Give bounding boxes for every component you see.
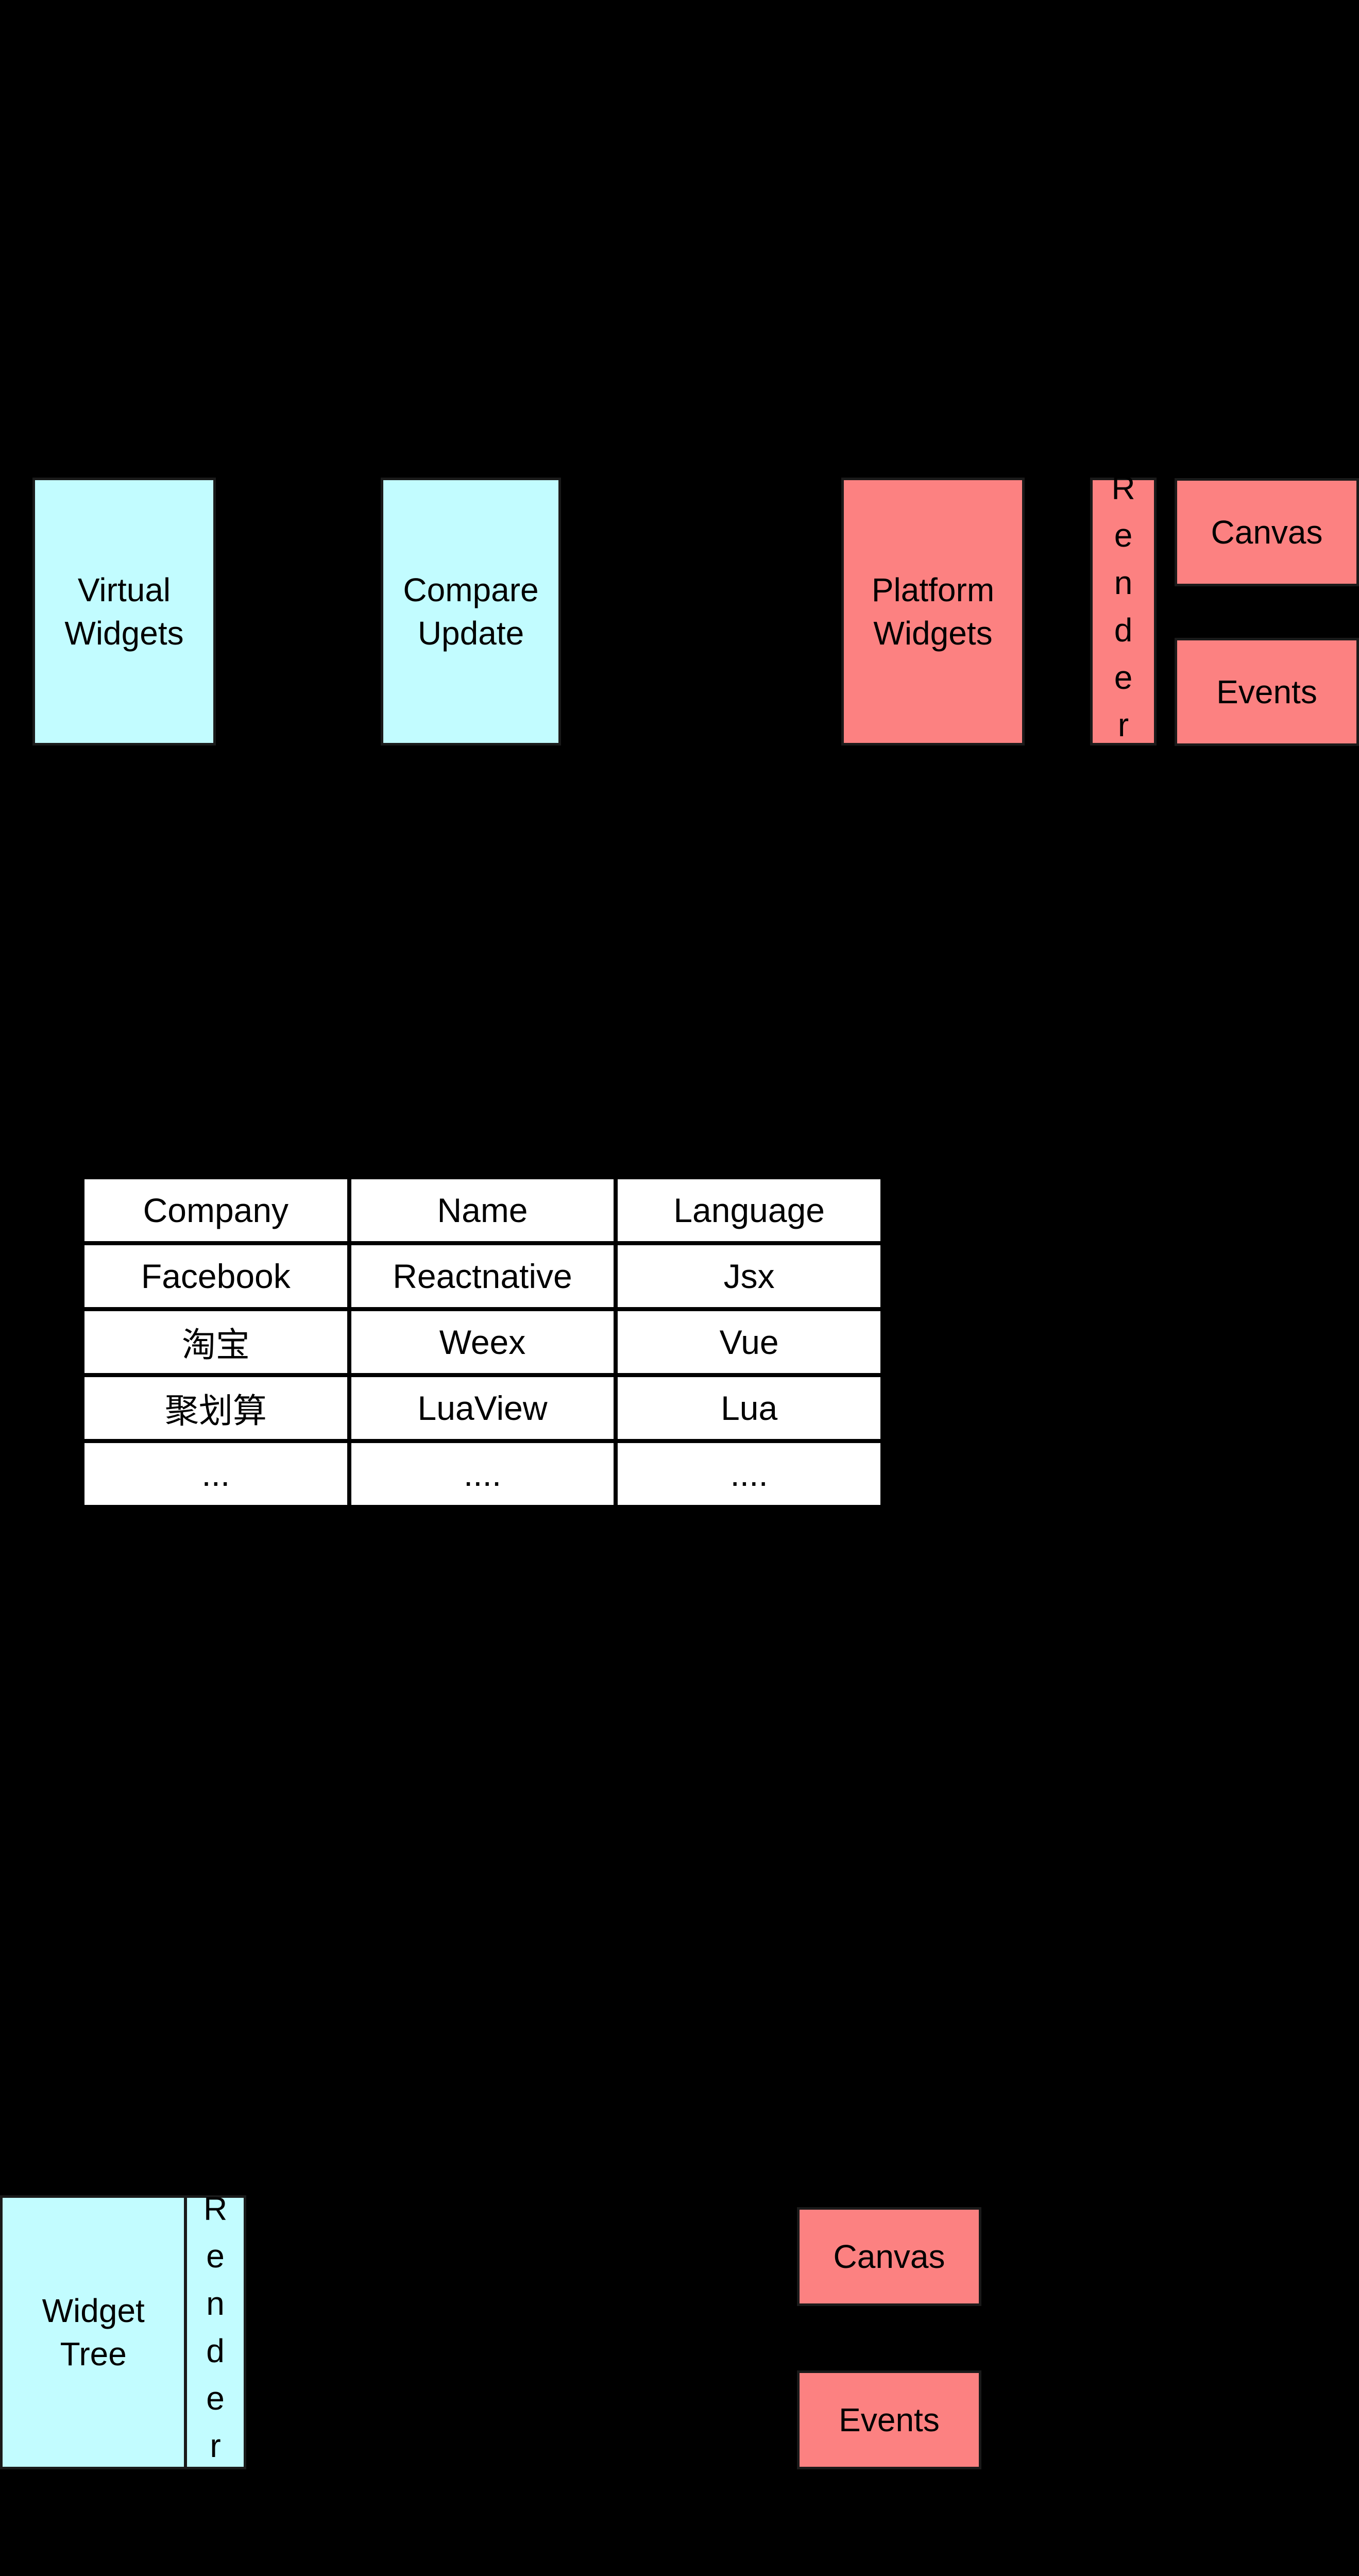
- render-pipe-box: Render: [1090, 469, 1157, 754]
- table-header-company: Company: [84, 1179, 347, 1241]
- virtual-widgets-label: Virtual Widgets: [64, 571, 184, 652]
- platform-widgets-label: Platform Widgets: [871, 571, 995, 652]
- table-cell-language-jsx: Jsx: [618, 1245, 880, 1307]
- events-bottom-label: Events: [839, 2401, 940, 2438]
- widget-tree-pane: Widget Tree: [3, 2198, 184, 2467]
- canvas-box: Canvas: [1175, 478, 1359, 586]
- table-cell-company-taobao: 淘宝: [84, 1311, 347, 1373]
- table-cell-name-luaview: LuaView: [351, 1377, 614, 1439]
- table-cell-company-facebook: Facebook: [84, 1245, 347, 1307]
- table-header-name: Name: [351, 1179, 614, 1241]
- table-cell-company-ellipsis: ...: [84, 1443, 347, 1505]
- virtual-widgets-box: Virtual Widgets: [32, 478, 216, 745]
- canvas-bottom-label: Canvas: [833, 2238, 945, 2275]
- canvas-label: Canvas: [1211, 513, 1323, 551]
- table-cell-language-vue: Vue: [618, 1311, 880, 1373]
- table-cell-company-juhuasuan: 聚划算: [84, 1377, 347, 1439]
- compare-update-box: Compare Update: [381, 478, 561, 745]
- table-cell-language-lua: Lua: [618, 1377, 880, 1439]
- table-cell-language-ellipsis: ....: [618, 1443, 880, 1505]
- table-cell-name-ellipsis: ....: [351, 1443, 614, 1505]
- compare-update-label: Compare Update: [403, 571, 539, 652]
- render-pipe-bottom-pane: Render: [187, 2190, 244, 2475]
- events-bottom-box: Events: [797, 2370, 981, 2469]
- render-pipe-label: Render: [1105, 469, 1142, 754]
- render-pipe-bottom-label: Render: [197, 2190, 234, 2475]
- table-header-language: Language: [618, 1179, 880, 1241]
- platform-widgets-box: Platform Widgets: [841, 478, 1025, 745]
- table-cell-name-weex: Weex: [351, 1311, 614, 1373]
- table-cell-name-reactnative: Reactnative: [351, 1245, 614, 1307]
- canvas-bottom-box: Canvas: [797, 2207, 981, 2306]
- events-box: Events: [1175, 638, 1359, 746]
- framework-comparison-table: Company Name Language Facebook Reactnati…: [79, 1174, 886, 1512]
- events-label: Events: [1216, 673, 1317, 710]
- widget-tree-render-box: Widget Tree Render: [0, 2190, 246, 2475]
- widget-tree-divider: [184, 2198, 188, 2467]
- widget-tree-label: Widget Tree: [42, 2292, 145, 2372]
